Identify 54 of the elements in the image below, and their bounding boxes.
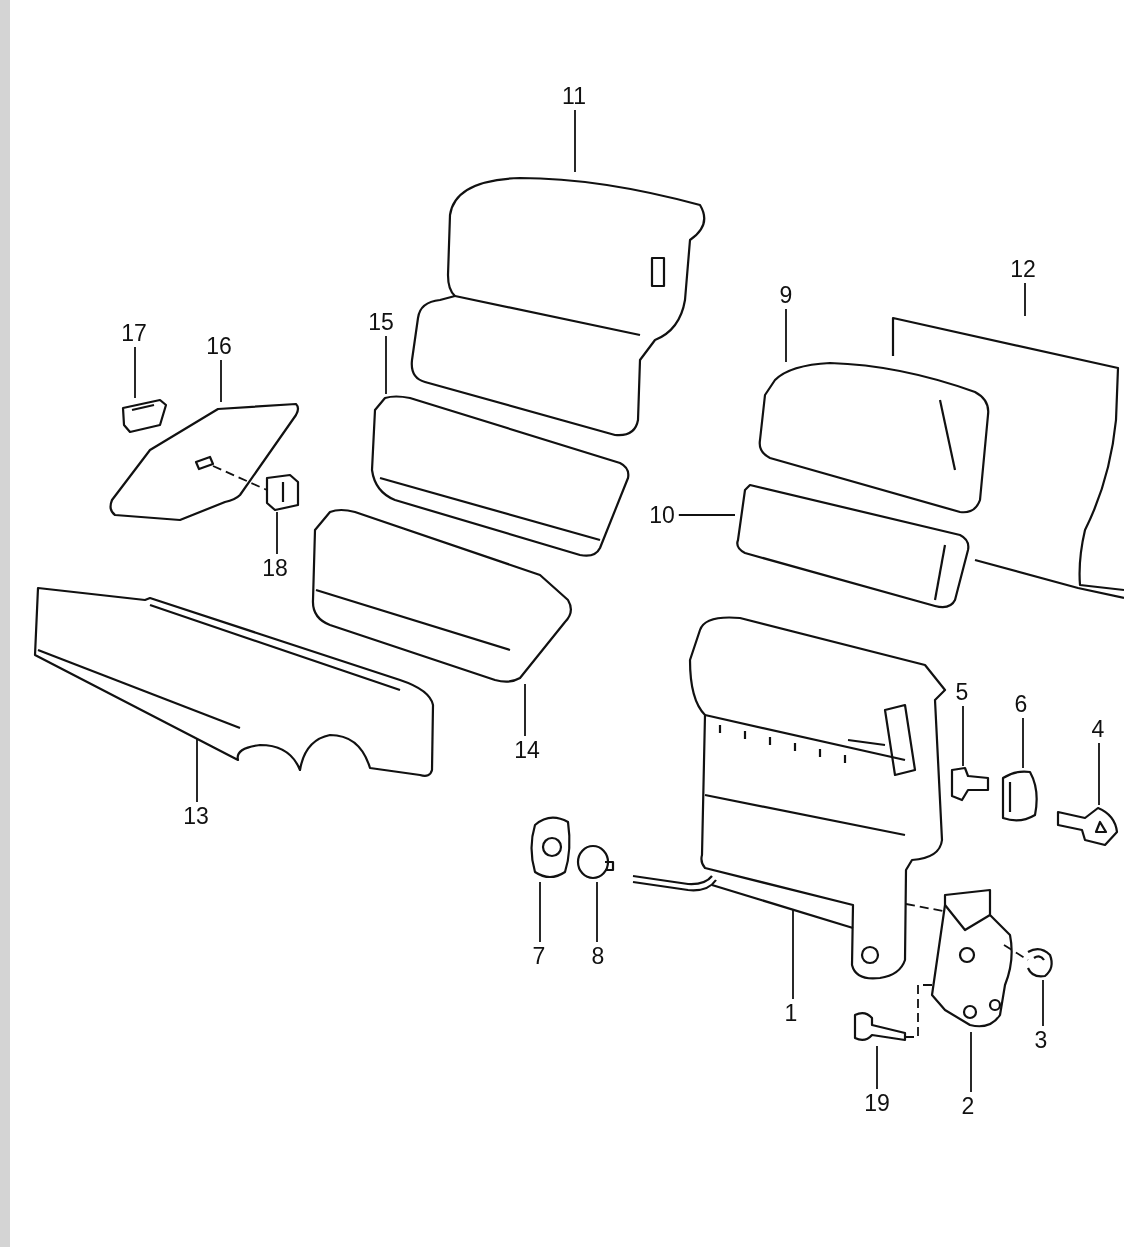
clip-drawing <box>121 398 168 434</box>
assembly-line <box>1003 944 1029 961</box>
leader-line <box>962 705 964 767</box>
leader-line <box>1042 979 1044 1027</box>
leader-line <box>792 909 794 1000</box>
callout-number: 14 <box>514 738 540 762</box>
callout-number: 5 <box>955 680 969 704</box>
callout-number: 2 <box>961 1094 975 1118</box>
pad-drawing <box>735 482 971 610</box>
pin-drawing <box>950 766 990 802</box>
leader-line <box>1022 717 1024 769</box>
assembly-line <box>212 465 268 491</box>
callout-number: 10 <box>649 503 675 527</box>
leader-line <box>539 881 541 943</box>
callout-number: 11 <box>562 84 586 108</box>
leader-line <box>785 308 787 363</box>
knob-drawing <box>1055 805 1119 847</box>
callout-number: 4 <box>1091 717 1105 741</box>
callout-number: 8 <box>591 944 605 968</box>
callout-number: 15 <box>368 310 394 334</box>
callout-number: 16 <box>206 334 232 358</box>
bushing-drawing <box>576 844 616 882</box>
leader-line <box>1024 282 1026 317</box>
trim-panel-drawing <box>108 402 302 522</box>
callout-number: 6 <box>1014 692 1028 716</box>
leader-line <box>1098 742 1100 806</box>
callout-number: 17 <box>121 321 147 345</box>
assembly-line <box>905 903 944 912</box>
callout-number: 19 <box>864 1091 890 1115</box>
cushion-drawing <box>310 508 574 684</box>
leader-line <box>134 346 136 399</box>
leader-line <box>574 109 576 173</box>
rear-shelf-drawing <box>34 584 436 778</box>
leader-line <box>970 1031 972 1093</box>
leader-line <box>220 359 222 403</box>
leader-line <box>196 738 198 803</box>
headrest-cushion-drawing <box>757 362 992 516</box>
cover-cap-drawing <box>1001 768 1041 824</box>
leader-line <box>524 683 526 737</box>
callout-number: 7 <box>532 944 546 968</box>
leader-line <box>876 1045 878 1090</box>
callout-number: 9 <box>779 283 793 307</box>
callout-number: 12 <box>1010 257 1036 281</box>
callout-number: 13 <box>183 804 209 828</box>
cushion-drawing <box>370 394 632 558</box>
clip-drawing <box>266 474 300 512</box>
leader-line <box>385 335 387 395</box>
leader-line <box>596 881 598 943</box>
callout-number: 3 <box>1034 1028 1048 1052</box>
leader-line <box>276 511 278 555</box>
callout-number: 18 <box>262 556 288 580</box>
leader-line <box>677 514 736 516</box>
panel-drawing <box>890 316 1124 602</box>
callout-number: 1 <box>784 1001 798 1025</box>
